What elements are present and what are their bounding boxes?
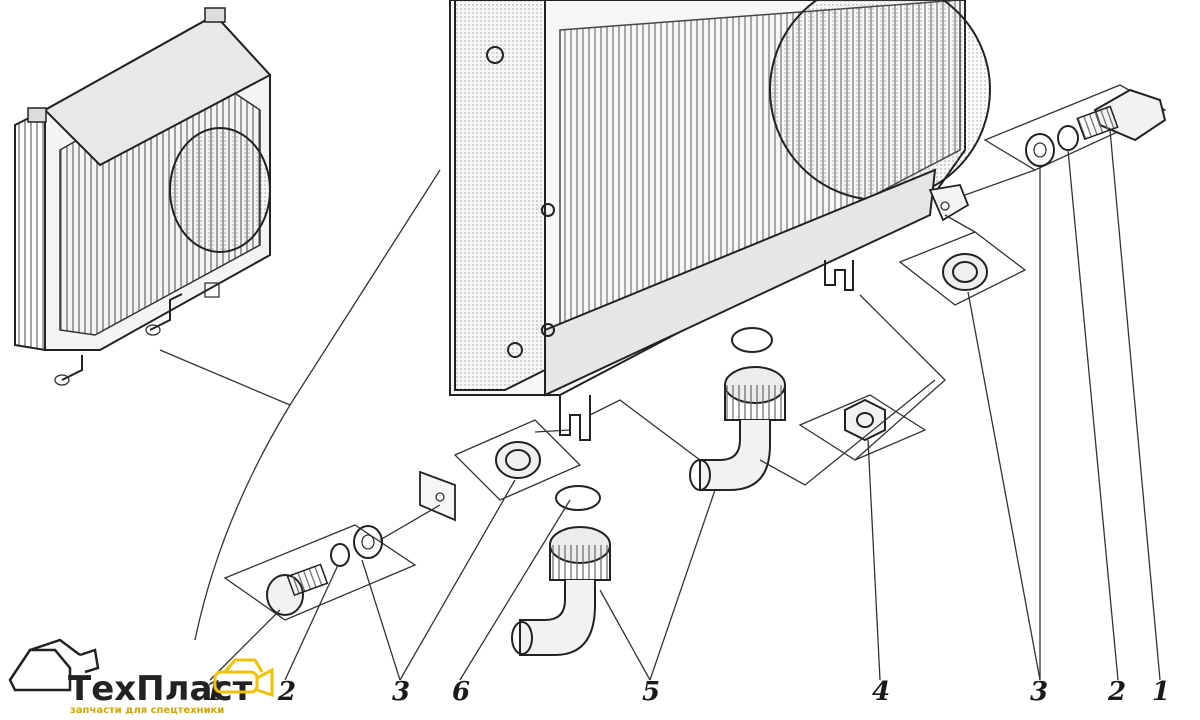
callout-1-right: 1 xyxy=(1152,677,1170,707)
view-connector-lines xyxy=(159,169,441,641)
excavator-icon xyxy=(8,638,100,692)
callout-1-left: 1 xyxy=(205,677,223,707)
callout-2-right: 2 xyxy=(1107,677,1126,707)
washer-left xyxy=(353,525,383,559)
callout-labels: 1 2 3 6 5 4 3 2 1 xyxy=(205,677,1170,707)
right-grommet-group xyxy=(898,214,1027,306)
callout-3-left: 3 xyxy=(392,677,410,707)
left-fastener-group xyxy=(223,470,456,621)
lockwasher-left xyxy=(330,543,350,567)
logo-tagline: запчасти для спецтехники xyxy=(70,705,224,716)
callout-4: 4 xyxy=(872,677,890,707)
washer-right xyxy=(1025,133,1055,167)
callout-2-left: 2 xyxy=(277,677,296,707)
small-radiator-view xyxy=(14,7,272,386)
logo-brand-text: ТехПласт xyxy=(68,669,253,709)
leader-elbow-bracket xyxy=(589,399,701,461)
callout-5: 5 xyxy=(642,677,660,707)
bulldozer-icon xyxy=(213,658,274,698)
nut-group xyxy=(798,294,946,461)
left-grommet-group xyxy=(453,419,582,501)
brand-logo: ТехПласт запчасти для спецтехники xyxy=(8,638,274,716)
upper-elbow-fitting xyxy=(689,327,936,491)
right-fastener-group xyxy=(964,84,1167,196)
large-radiator-view xyxy=(449,0,991,441)
callout-6: 6 xyxy=(452,677,470,707)
bolt-left xyxy=(266,563,329,616)
callout-3-right: 3 xyxy=(1030,677,1048,707)
lockwasher-right xyxy=(1057,125,1079,151)
callout-leaders xyxy=(209,129,1161,681)
lower-elbow-fitting xyxy=(511,485,611,656)
bolt-right xyxy=(1076,88,1167,142)
